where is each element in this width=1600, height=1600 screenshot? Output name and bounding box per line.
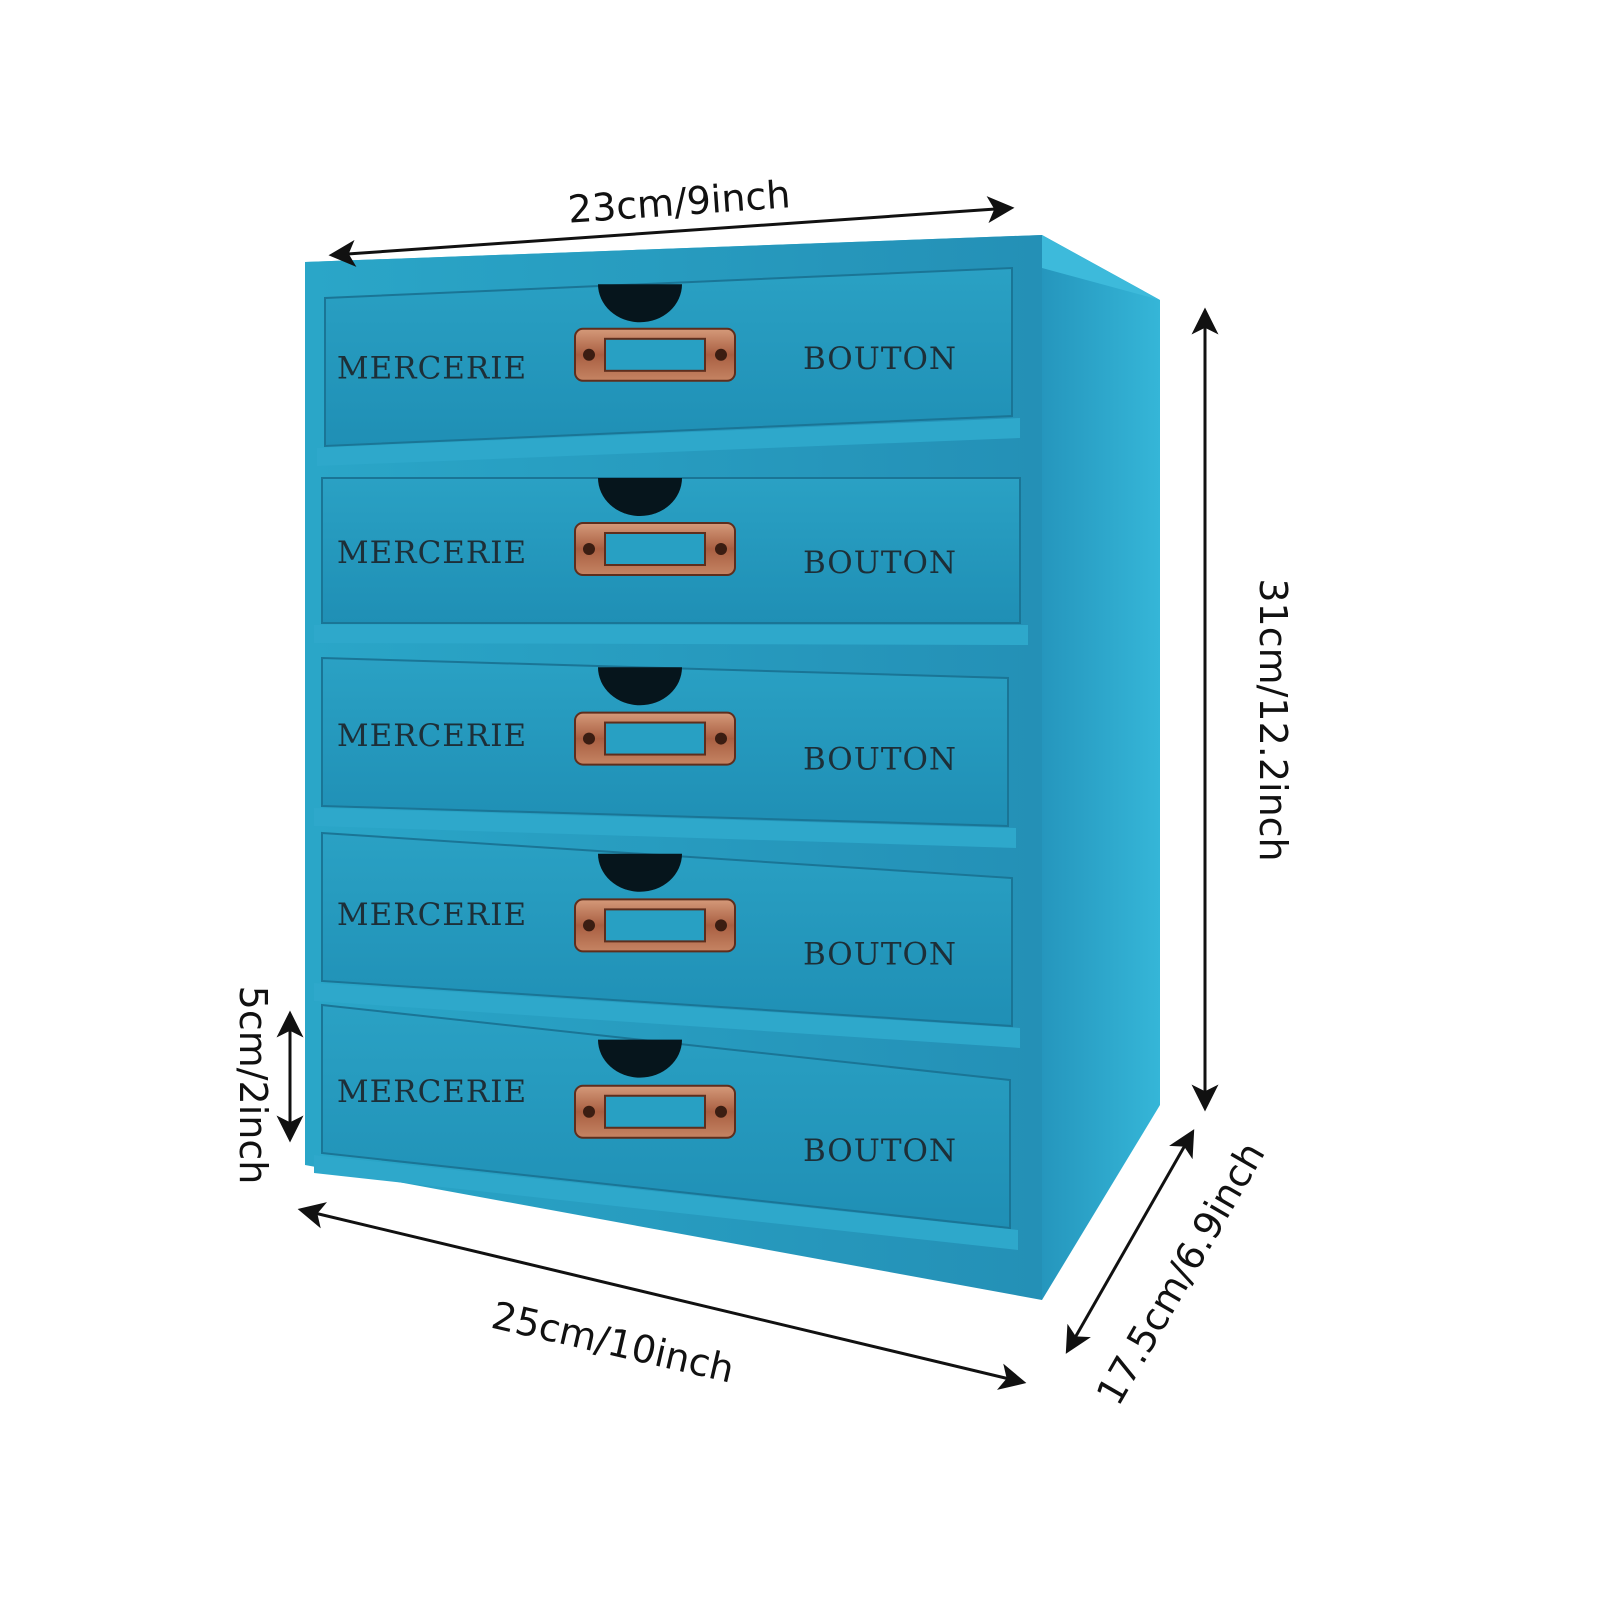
screw-icon bbox=[715, 732, 727, 745]
drawer-label-left: MERCERIE bbox=[337, 350, 527, 386]
drawer-label-left: MERCERIE bbox=[337, 897, 527, 933]
finger-notch[interactable] bbox=[598, 284, 682, 323]
drawer-label-right: BOUTON bbox=[803, 545, 957, 581]
screw-icon bbox=[583, 919, 595, 932]
drawer-label-right: BOUTON bbox=[803, 936, 957, 972]
drawer-2[interactable]: MERCERIE BOUTON bbox=[314, 477, 1028, 645]
drawer-height-label: 5cm/2inch bbox=[231, 986, 275, 1185]
drawer-label-right: BOUTON bbox=[803, 1133, 957, 1169]
screw-icon bbox=[715, 1105, 727, 1118]
drawer-label-left: MERCERIE bbox=[337, 1074, 527, 1110]
drawer-label-right: BOUTON bbox=[803, 741, 957, 777]
drawer-label-left: MERCERIE bbox=[337, 535, 527, 571]
cabinet-side-panel bbox=[1042, 235, 1160, 1300]
screw-icon bbox=[715, 919, 727, 932]
bottom-width-arrow bbox=[297, 1202, 1027, 1390]
drawer-label-left: MERCERIE bbox=[337, 718, 527, 754]
label-holder-handle[interactable] bbox=[574, 522, 736, 576]
depth-arrow bbox=[1065, 1129, 1195, 1354]
screw-icon bbox=[715, 348, 727, 361]
finger-notch[interactable] bbox=[598, 1039, 682, 1078]
drawer-1[interactable]: MERCERIE BOUTON bbox=[317, 266, 1020, 466]
screw-icon bbox=[583, 543, 595, 555]
label-holder-handle[interactable] bbox=[574, 898, 736, 953]
drawer-rail bbox=[314, 625, 1028, 645]
finger-notch[interactable] bbox=[598, 478, 682, 516]
screw-icon bbox=[583, 348, 595, 361]
label-holder-handle[interactable] bbox=[574, 711, 736, 766]
screw-icon bbox=[583, 1105, 595, 1118]
label-holder-handle[interactable] bbox=[574, 327, 736, 382]
height-label: 31cm/12.2inch bbox=[1251, 578, 1295, 861]
top-width-arrow bbox=[328, 196, 1015, 267]
drawer-label-right: BOUTON bbox=[803, 341, 957, 377]
drawer-rail bbox=[314, 808, 1016, 848]
bottom-width-label: 25cm/10inch bbox=[488, 1293, 739, 1391]
drawer-3[interactable]: MERCERIE BOUTON bbox=[314, 656, 1016, 848]
label-holder-handle[interactable] bbox=[574, 1084, 736, 1139]
screw-icon bbox=[715, 543, 727, 555]
drawer-rail bbox=[314, 983, 1020, 1048]
drawer-rail bbox=[317, 418, 1020, 466]
top-width-label: 23cm/9inch bbox=[566, 172, 791, 231]
finger-notch[interactable] bbox=[598, 853, 682, 892]
cabinet: MERCERIE BOUTON MERCERIE BOUTON MERCERIE BOUT… bbox=[305, 235, 1160, 1300]
drawer-4[interactable]: MERCERIE BOUTON bbox=[314, 831, 1020, 1048]
finger-notch[interactable] bbox=[598, 667, 682, 706]
screw-icon bbox=[583, 732, 595, 745]
